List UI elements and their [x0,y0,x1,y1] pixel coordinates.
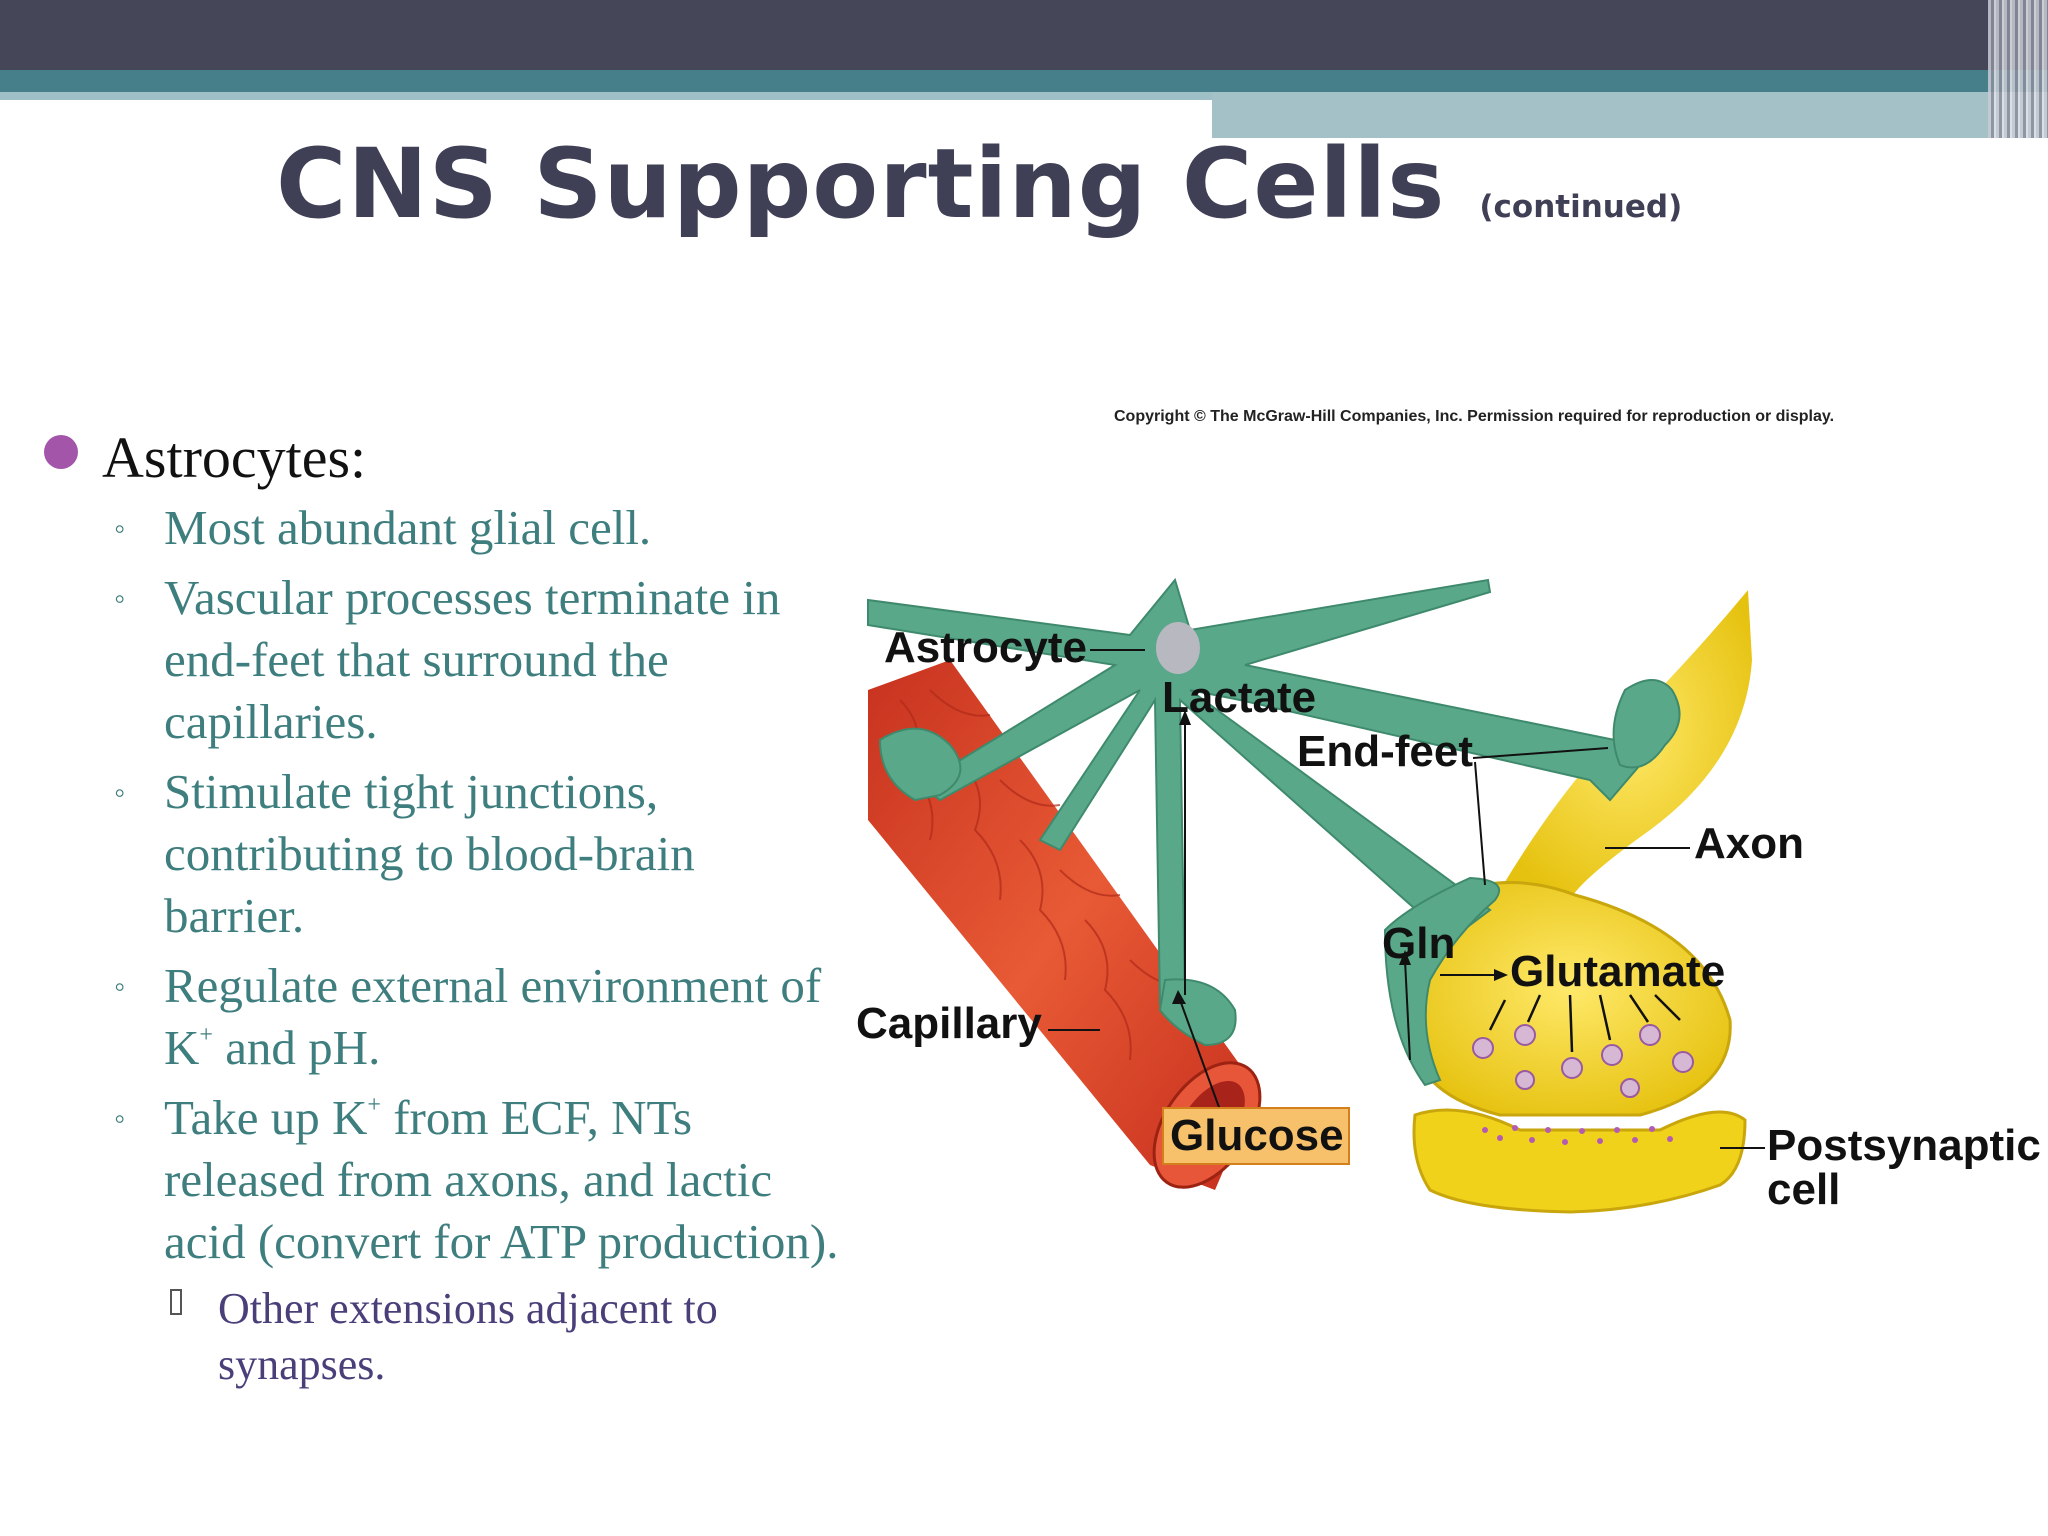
superscript-plus: + [367,1092,381,1118]
label-postsynaptic: Postsynaptic [1767,1121,2041,1170]
slide-subtitle: (continued) [1479,189,1683,225]
sub-sub-bullet: Other extensions adjacent to synapses. [40,1281,840,1393]
missing-glyph-icon [170,1289,182,1315]
circle-bullet-icon: ◦ [114,580,126,616]
title-block: CNS Supporting Cells (continued) [276,128,1682,240]
bullet-dot [44,435,78,469]
header-band [0,0,2048,70]
figure-copyright: Copyright © The McGraw-Hill Companies, I… [1114,408,1835,425]
sub-sub-bullet-text: Other extensions adjacent to synapses. [218,1284,718,1389]
sub-bullet: ◦ Take up K+ from ECF, NTs released from … [40,1087,840,1273]
label-lactate: Lactate [1162,673,1316,722]
header-accent-band [0,70,2048,92]
sub-bullet-text-rest: from ECF, NTs released from axons, and l… [164,1090,839,1269]
bullet-heading: Astrocytes: [102,425,367,490]
sub-bullet-text: Stimulate tight junctions, contributing … [164,764,695,943]
glucose-box [1162,1107,1350,1165]
superscript-plus: + [199,1022,213,1048]
sub-bullet-text-rest: and pH. [212,1020,381,1075]
slide-title: CNS Supporting Cells [276,128,1446,240]
sub-bullet: ◦ Most abundant glial cell. [40,497,840,559]
label-glucose: Glucose [1170,1111,1344,1160]
label-glutamate: Glutamate [1510,947,1725,996]
sub-bullet-text: Vascular processes terminate in end-feet… [164,570,781,749]
sub-bullet-text: Regulate external environment of K [164,958,822,1075]
bullet-astrocytes: Astrocytes: [40,425,840,491]
circle-bullet-icon: ◦ [114,774,126,810]
sub-bullet: ◦ Regulate external environment of K+ and… [40,955,840,1079]
sub-bullet-text: Take up K [164,1090,368,1145]
label-astrocyte: Astrocyte [884,623,1087,672]
sub-bullet-list: ◦ Most abundant glial cell. ◦ Vascular pro… [40,497,840,1273]
astrocyte-diagram: Astrocyte Lactate End-feet Axon Gln Glut… [856,577,2041,1214]
header-light-band-right [1212,92,2048,138]
sub-bullet-text: Most abundant glial cell. [164,500,652,555]
label-axon: Axon [1694,819,1804,868]
label-cell: cell [1767,1165,1840,1214]
label-capillary: Capillary [856,999,1042,1048]
astrocyte-nucleus [1156,622,1200,674]
header-light-band-left [0,92,1212,100]
sub-bullet: ◦ Stimulate tight junctions, contributing… [40,761,840,947]
circle-bullet-icon: ◦ [114,510,126,546]
label-gln: Gln [1382,919,1455,968]
circle-bullet-icon: ◦ [114,1100,126,1136]
label-end-feet: End-feet [1297,727,1473,776]
header-stripes [1988,0,2048,138]
bullet-list: Astrocytes: ◦ Most abundant glial cell. ◦… [40,425,840,1393]
sub-bullet: ◦ Vascular processes terminate in end-fee… [40,567,840,753]
circle-bullet-icon: ◦ [114,968,126,1004]
